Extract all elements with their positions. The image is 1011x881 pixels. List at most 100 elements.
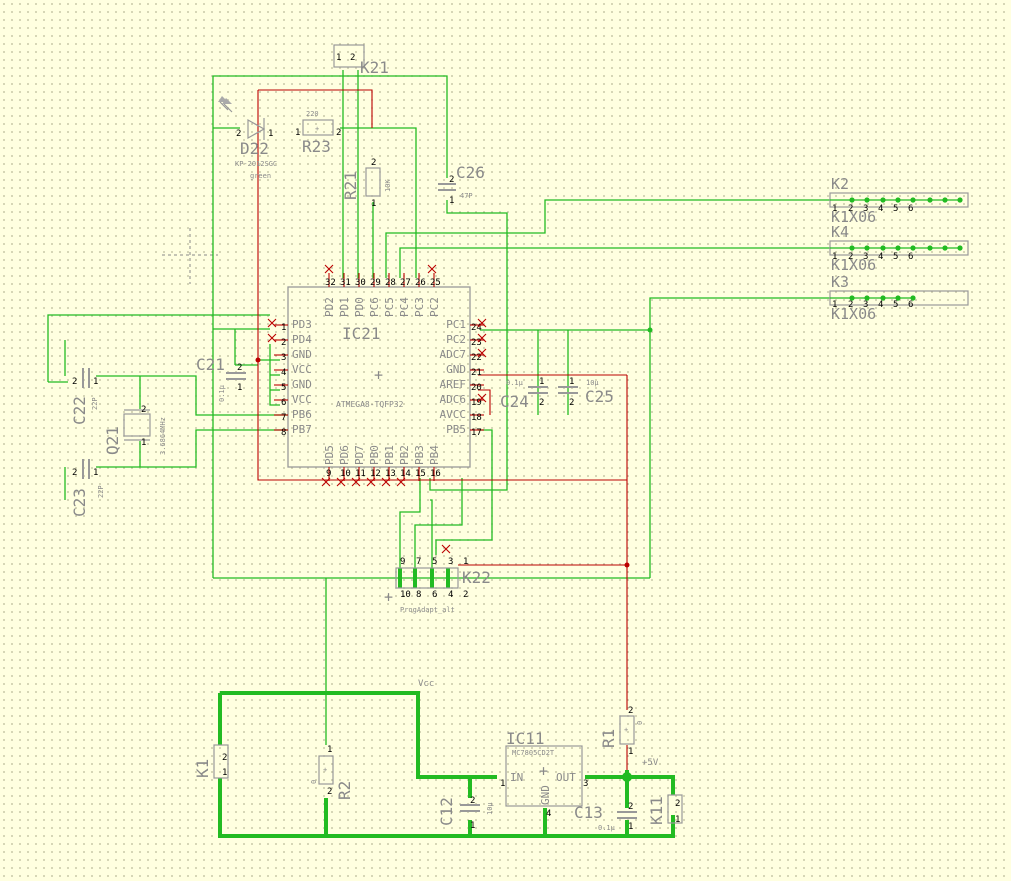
k1-pin2: 2 — [222, 753, 227, 763]
r2-resistor[interactable]: + 1 2 R2 0 — [310, 745, 354, 800]
header-k2-pin3: 3 — [863, 204, 868, 214]
ic21-num-6: 6 — [281, 398, 286, 408]
header-k3[interactable]: K3 K1X06 1 2 3 4 5 6 — [829, 273, 969, 323]
c23-value: 22P — [97, 485, 105, 498]
origin-cross — [162, 228, 218, 284]
ic11-num-in: 1 — [500, 779, 505, 789]
k22-pin1: 1 — [463, 557, 468, 567]
ic21-name: IC21 — [342, 324, 381, 343]
nets — [47, 70, 830, 838]
ic11-regulator[interactable]: IC11 MC7805CD2T IN OUT GND + 1 3 4 — [500, 729, 588, 819]
c12-pin1: 1 — [470, 821, 475, 831]
c13-value: 0.1µ — [598, 824, 616, 832]
c26-name: C26 — [456, 163, 485, 182]
r1-resistor[interactable]: + 2 1 R1 0 — [599, 706, 644, 757]
c25-capacitor[interactable]: 1 2 C25 10µ — [558, 377, 614, 408]
r2-center: + — [323, 766, 327, 774]
r23-center: + — [315, 125, 319, 133]
ic21-num-14: 14 — [400, 469, 411, 479]
c23-capacitor[interactable]: 2 1 C23 22P — [70, 459, 105, 517]
r23-value: 220 — [306, 110, 319, 118]
ic11-value: MC7805CD2T — [512, 749, 555, 757]
c22-capacitor[interactable]: 2 1 C22 22P — [70, 368, 99, 425]
ic21-num-12: 12 — [370, 469, 381, 479]
c23-pin2: 2 — [72, 468, 77, 478]
ic21-pin-adc6: ADC6 — [440, 393, 467, 406]
q21-crystal[interactable]: 2 1 Q21 3.6864MHz — [103, 405, 167, 455]
header-k4[interactable]: K4 K1X06 1 2 3 4 5 6 — [829, 223, 969, 274]
header-k2[interactable]: K2 K1X06 1 2 3 4 5 6 — [829, 175, 969, 226]
c24-pin1: 1 — [539, 377, 544, 387]
r2-value: 0 — [310, 780, 318, 784]
ic21-num-18: 18 — [471, 413, 482, 423]
ic21-pin-pb1: PB1 — [383, 445, 396, 465]
ic21-pin-pb6: PB6 — [292, 408, 312, 421]
c21-pin2: 2 — [237, 363, 242, 373]
ic21-num-3: 3 — [281, 353, 286, 363]
r1-value: 0 — [636, 721, 644, 725]
k21-name: K21 — [360, 58, 389, 77]
k1-connector[interactable]: 2 1 K1 — [193, 744, 229, 779]
junctions — [255, 327, 653, 782]
ic21-pin-gnd-3: GND — [292, 348, 312, 361]
r23-resistor[interactable]: + 220 1 2 R23 — [295, 110, 341, 156]
ic21-pin-adc7: ADC7 — [440, 348, 467, 361]
k22-prog-adapter[interactable]: + 9 7 5 3 1 10 8 6 4 2 K22 ProgAdapt_alt — [384, 557, 491, 614]
k22-pin10: 10 — [400, 590, 411, 600]
header-k4-pin5: 5 — [893, 252, 898, 262]
ic11-pin-in: IN — [510, 771, 523, 784]
header-k3-pin4: 4 — [878, 300, 883, 310]
c24-capacitor[interactable]: 1 2 C24 0.1µ — [500, 377, 548, 411]
ic21-num-21: 21 — [471, 368, 482, 378]
header-k3-pin1: 1 — [832, 300, 837, 310]
c12-capacitor[interactable]: 2 1 C12 10µ — [437, 796, 494, 831]
ic21-num-27: 27 — [400, 278, 411, 288]
c22-pin1: 1 — [93, 377, 98, 387]
ic21-pin-pc3: PC3 — [413, 297, 426, 317]
c26-capacitor[interactable]: 2 1 C26 47P — [438, 163, 485, 206]
ic11-num-gnd: 4 — [546, 809, 551, 819]
k21-pin1: 1 — [336, 53, 341, 63]
c13-capacitor[interactable]: 2 1 C13 0.1µ — [574, 802, 637, 832]
k22-origin: + — [384, 588, 393, 606]
plus5v-label: +5V — [642, 758, 659, 768]
ic21-num-8: 8 — [281, 428, 286, 438]
k22-pin6: 6 — [432, 590, 437, 600]
k11-connector[interactable]: 2 1 K11 — [647, 794, 683, 825]
ic21-pin-avcc: AVCC — [440, 408, 467, 421]
ic21-num-23: 23 — [471, 338, 482, 348]
ic11-pin-out: OUT — [556, 771, 576, 784]
ic21[interactable]: IC21 ATMEGA8-TQFP32 + PD3 PD4 GND VCC GN… — [267, 264, 487, 554]
header-k2-pin4: 4 — [878, 204, 883, 214]
header-k3-pin6: 6 — [908, 300, 913, 310]
r21-pin1: 1 — [371, 199, 376, 209]
ic21-pin-pd4: PD4 — [292, 333, 312, 346]
c21-pin1: 1 — [237, 383, 242, 393]
k22-pin5: 5 — [432, 557, 437, 567]
r21-pin2: 2 — [371, 158, 376, 168]
header-k2-value: K1X06 — [831, 208, 876, 226]
ic21-pin-pc1: PC1 — [446, 318, 466, 331]
k21-connector[interactable]: 1 2 K21 — [333, 44, 389, 77]
c21-name: C21 — [196, 355, 225, 374]
r23-pin1: 1 — [295, 128, 300, 138]
k22-pin3: 3 — [448, 557, 453, 567]
c22-name: C22 — [70, 396, 89, 425]
ic21-pin-gnd-5: GND — [292, 378, 312, 391]
d22-led[interactable]: 2 1 D22 KP-2012SGC green — [218, 96, 277, 180]
ic21-num-11: 11 — [355, 469, 366, 479]
d22-pin2: 2 — [236, 129, 241, 139]
r21-resistor[interactable]: 2 1 R21 10K — [341, 158, 392, 209]
ic21-pin-pd3: PD3 — [292, 318, 312, 331]
r2-pin1: 1 — [327, 745, 332, 755]
ic21-pin-pd7: PD7 — [353, 445, 366, 465]
ic21-pin-pc6: PC6 — [368, 297, 381, 317]
c22-value: 22P — [91, 397, 99, 410]
k22-pin8: 8 — [416, 590, 421, 600]
no-connect-markers — [267, 264, 487, 554]
c25-name: C25 — [585, 387, 614, 406]
header-k2-name: K2 — [831, 175, 849, 193]
c21-capacitor[interactable]: 2 1 C21 0.1µ — [196, 355, 246, 402]
ic21-num-25: 25 — [430, 278, 441, 288]
